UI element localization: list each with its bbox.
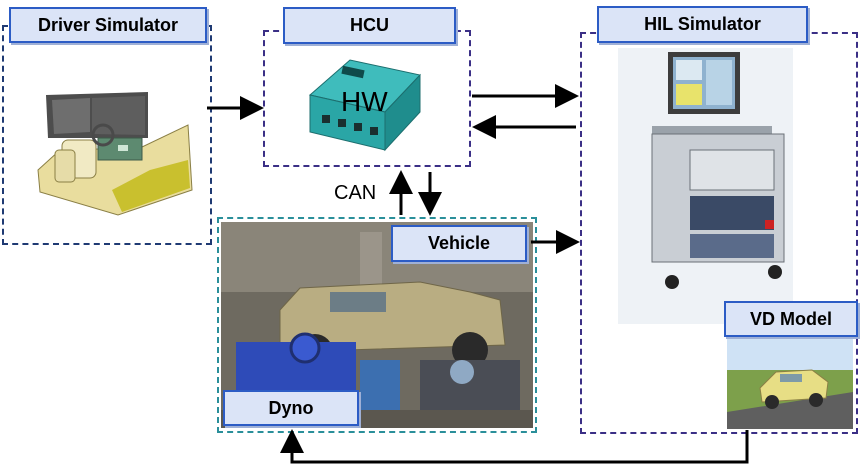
vehicle-panel (217, 217, 537, 433)
hcu-label: HCU (283, 7, 456, 44)
vd-model-label: VD Model (724, 301, 858, 337)
can-annotation: CAN (334, 182, 377, 204)
connection-arrows (207, 84, 749, 464)
driver-simulator-label: Driver Simulator (9, 7, 207, 43)
dyno-label: Dyno (223, 390, 359, 426)
vehicle-label: Vehicle (391, 225, 527, 262)
arrow-vd-to-dyno (280, 429, 749, 464)
hil-rack-image (618, 48, 793, 324)
hil-simulator-label: HIL Simulator (597, 6, 808, 43)
vd-model-image (727, 335, 853, 429)
hcu-hardware-image (308, 59, 421, 152)
driver-simulator-image (37, 92, 193, 216)
hw-annotation: HW (341, 86, 388, 117)
